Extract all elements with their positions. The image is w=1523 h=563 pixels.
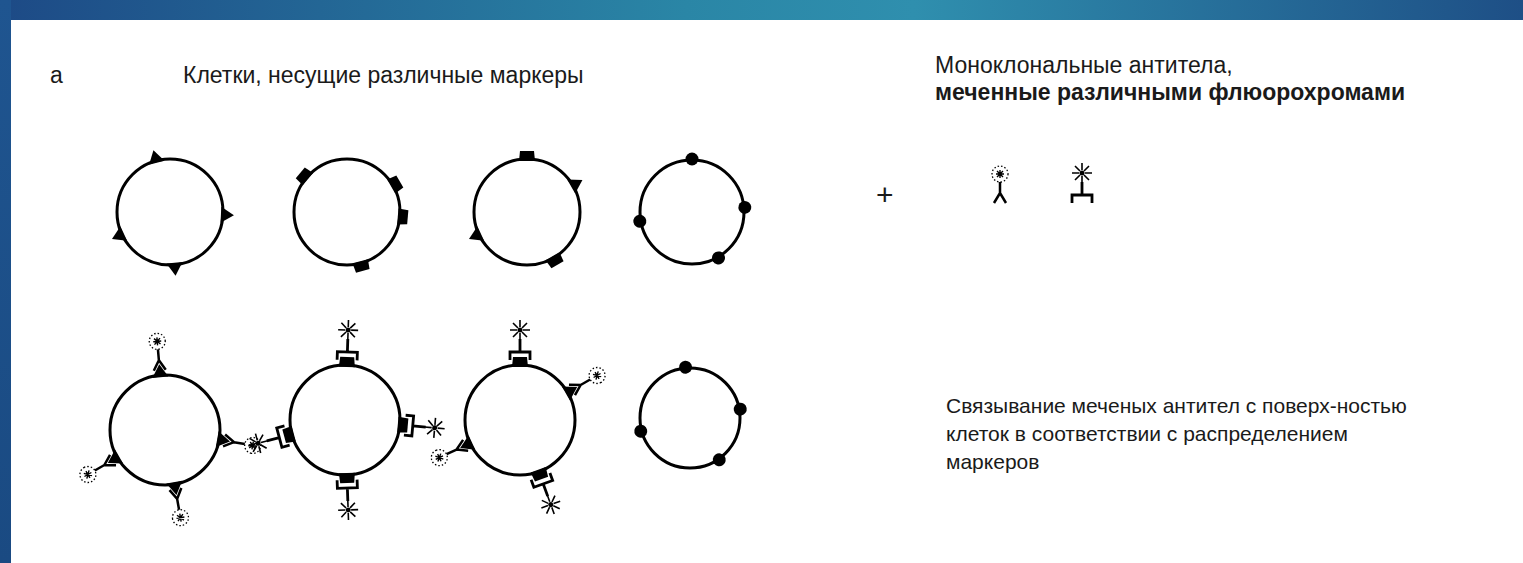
reagent-heading: меченные различными флюорохромами [935,79,1405,105]
side-band [0,0,11,563]
panel-letter: а [50,62,63,88]
result-note: Связывание меченых антител с поверх-ност… [946,392,1421,476]
header-band [0,0,1523,20]
plus-sign: + [876,182,894,208]
reagent-heading: Моноклональные антитела, [935,52,1233,78]
row-heading: Клетки, несущие различные маркеры [183,62,584,88]
